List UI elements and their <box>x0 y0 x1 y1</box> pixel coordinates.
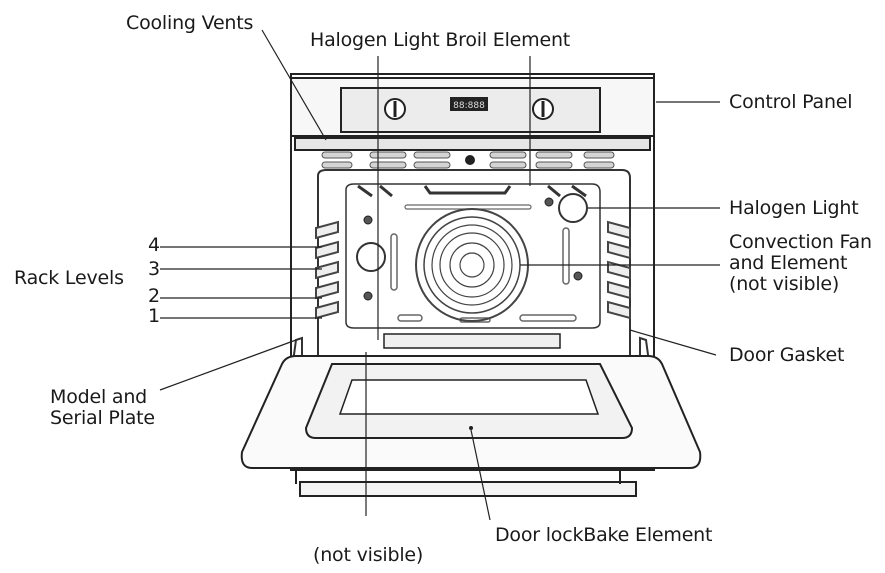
door-lock-indicator <box>465 155 475 165</box>
halogen-light-right <box>558 193 588 223</box>
oven-outer-frame <box>290 73 655 471</box>
label-rack-4: 4 <box>148 234 160 256</box>
broil-element <box>357 184 587 198</box>
label-door-gasket: Door Gasket <box>729 344 845 366</box>
label-convection-fan-line3: (not visible) <box>729 273 840 295</box>
label-cooling-vents: Cooling Vents <box>126 12 254 34</box>
label-model-line2: Serial Plate <box>50 407 155 429</box>
vent-slots <box>321 151 615 169</box>
rack-supports-left <box>315 220 339 320</box>
oven-back-wall <box>345 183 601 329</box>
label-rack-2: 2 <box>148 285 160 307</box>
label-door-lock-bake-element: Door lockBake Element <box>495 524 713 546</box>
rack-supports-right <box>607 220 631 320</box>
screws <box>363 197 583 301</box>
display-readout: 88:888 <box>453 101 485 111</box>
label-rack-levels: Rack Levels <box>14 267 124 289</box>
door-gasket-top <box>383 333 561 349</box>
label-convection-fan: Convection Fan and Element (not visible) <box>729 232 872 295</box>
label-rack-1: 1 <box>148 305 160 327</box>
label-model-line1: Model and <box>50 386 148 408</box>
label-not-visible-bottom: (not visible) <box>313 544 424 566</box>
leader-lines <box>159 29 720 521</box>
cooling-vent-bar <box>294 137 651 151</box>
convection-fan <box>415 208 529 322</box>
door-window <box>338 379 600 415</box>
label-halogen-light: Halogen Light <box>729 197 859 219</box>
label-halogen-light-broil-element: Halogen Light Broil Element <box>310 29 571 51</box>
halogen-light-left <box>356 242 386 272</box>
label-convection-fan-line1: Convection Fan <box>729 231 872 253</box>
door-handle <box>299 481 637 497</box>
label-control-panel: Control Panel <box>729 91 853 113</box>
control-knob-right <box>532 98 554 120</box>
control-display <box>450 97 488 111</box>
control-knob-left <box>384 98 406 120</box>
door-lock-point <box>469 426 473 430</box>
label-convection-fan-line2: and Element <box>729 252 848 274</box>
label-model-serial-plate: Model and Serial Plate <box>50 387 155 429</box>
label-rack-3: 3 <box>148 258 160 280</box>
